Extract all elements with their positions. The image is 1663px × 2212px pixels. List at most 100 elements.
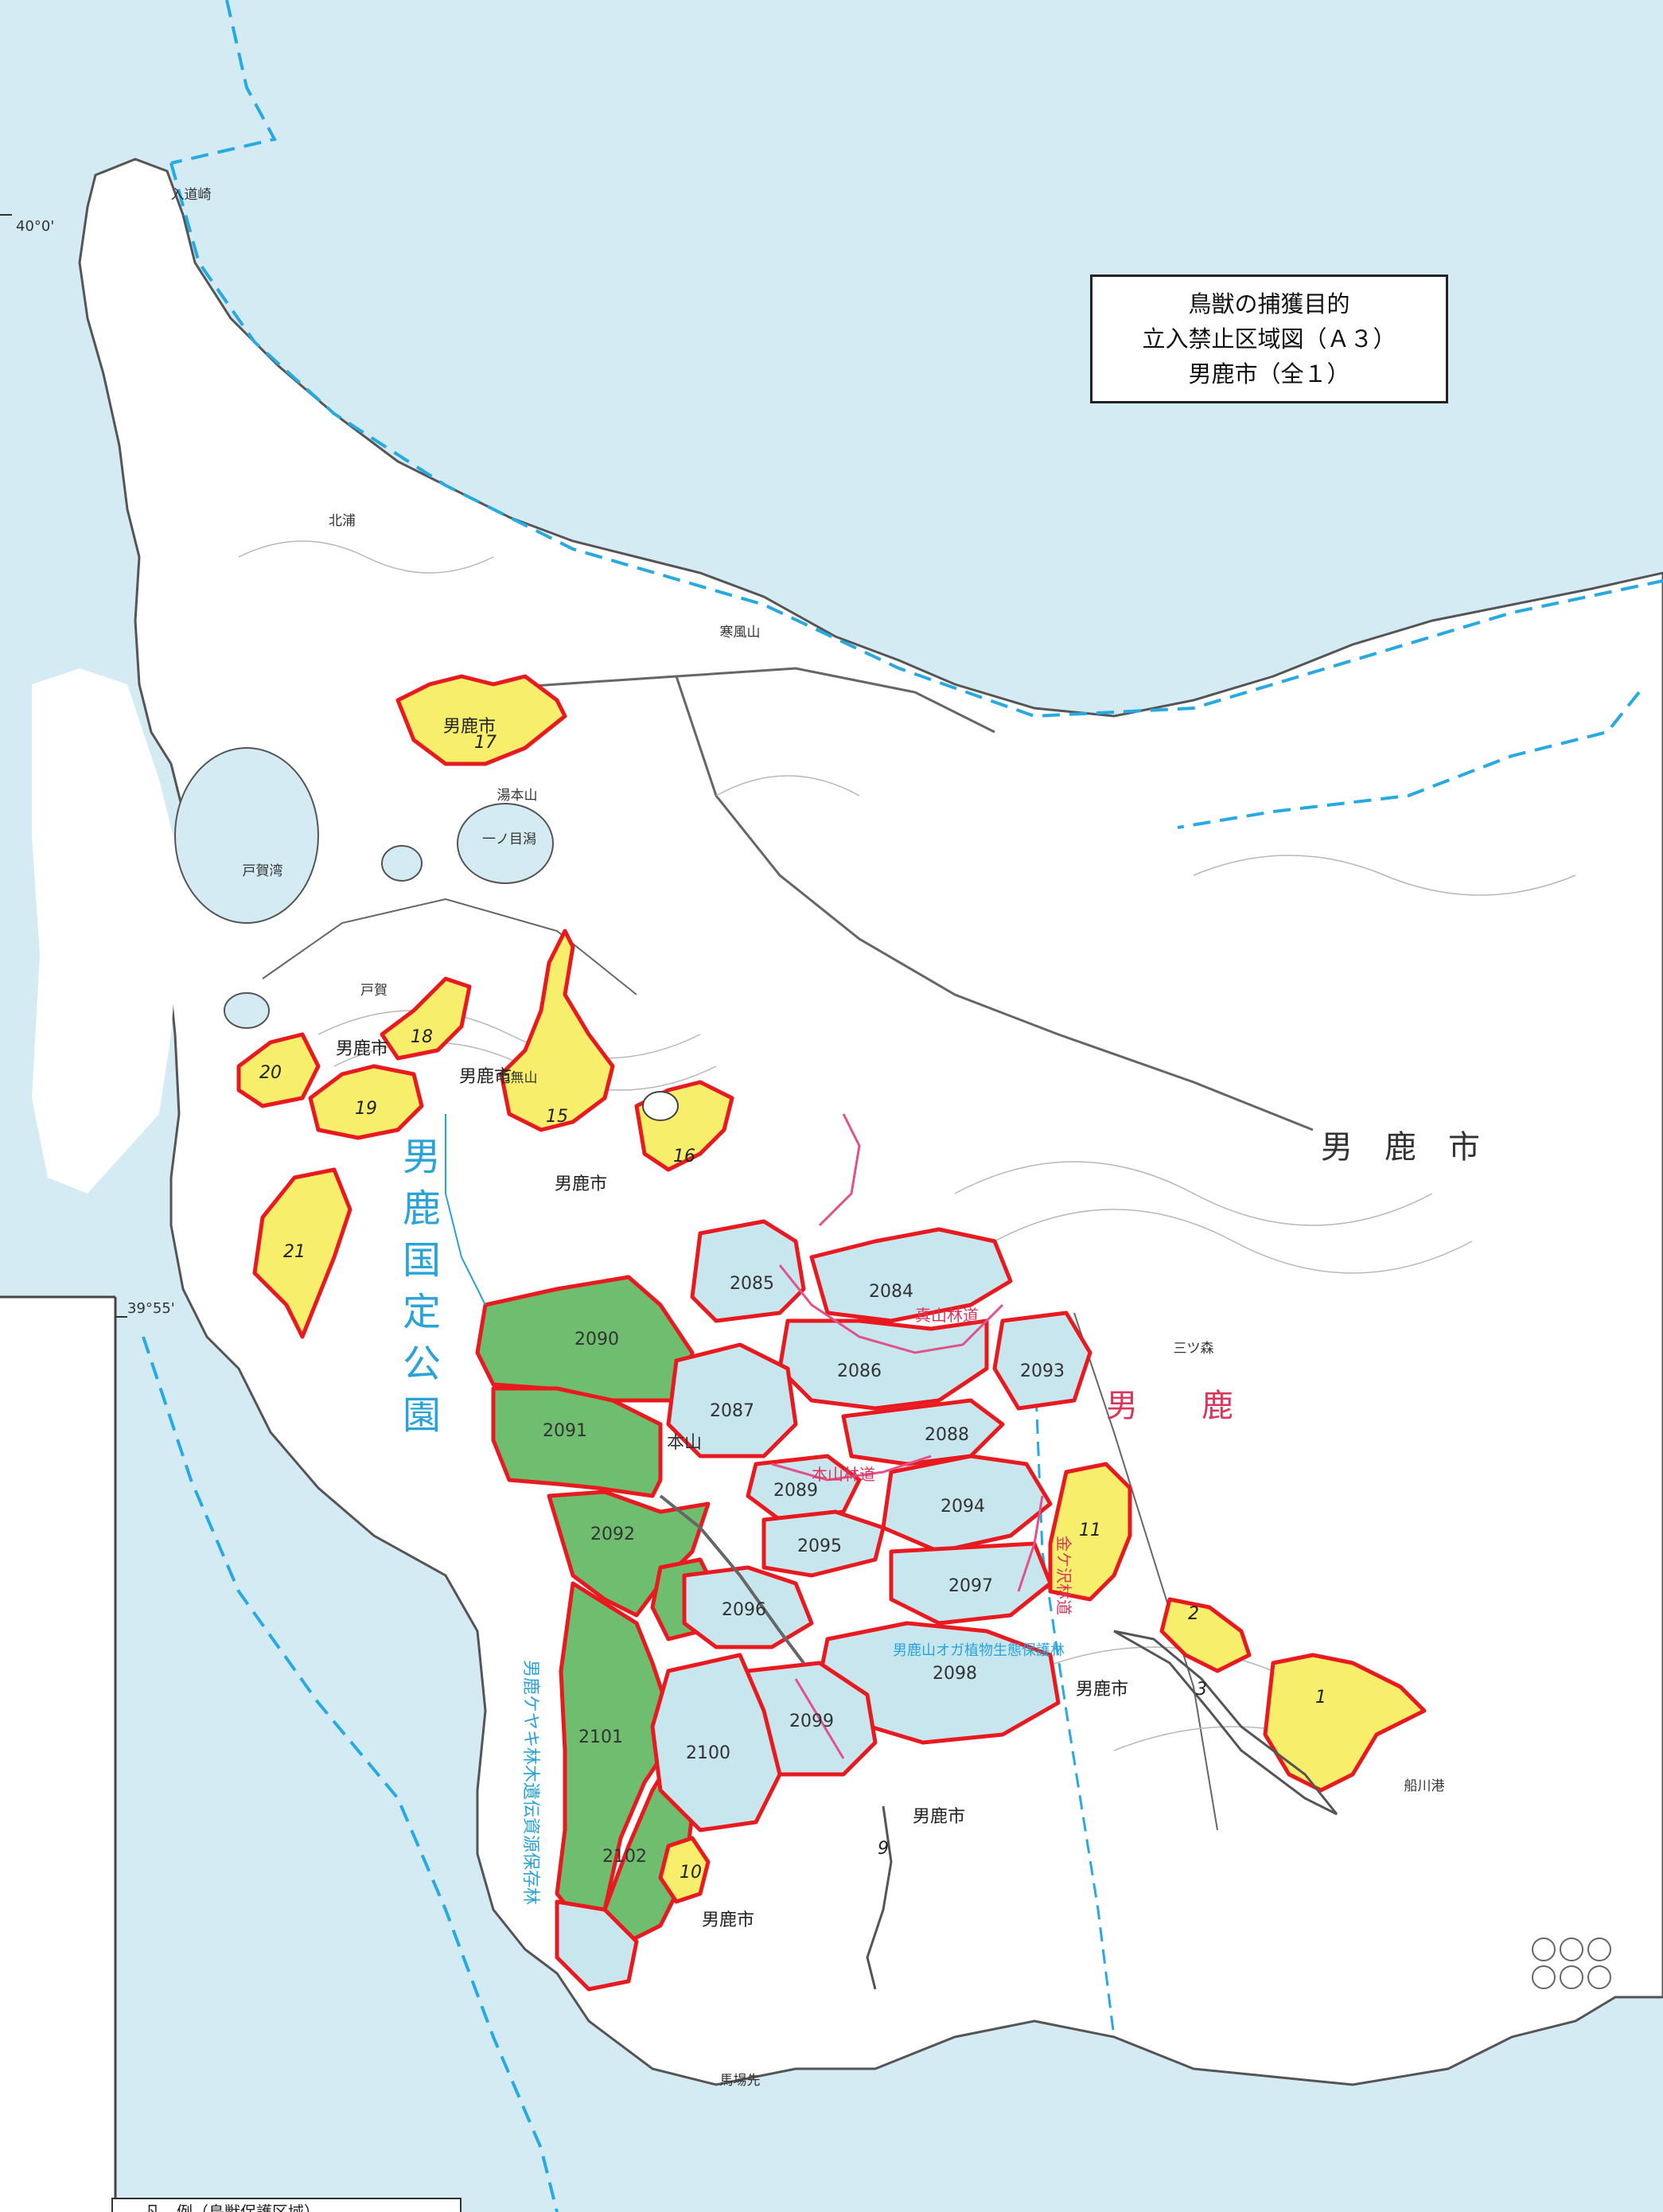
label-2085: 2085 — [730, 1274, 774, 1294]
city-label-6: 男鹿市 — [459, 1067, 512, 1087]
label-2088: 2088 — [925, 1425, 969, 1445]
zone-2100[interactable] — [650, 1653, 782, 1832]
blue-zones — [555, 1219, 1092, 1992]
label-2097: 2097 — [948, 1576, 993, 1596]
park-label: 男 鹿 国 定 公 園 — [403, 1135, 441, 1438]
place-nyudozaki: 入道崎 — [171, 187, 212, 203]
zone-15[interactable] — [499, 929, 615, 1132]
road-south — [1073, 1312, 1218, 1831]
zone-2091[interactable] — [491, 1386, 663, 1498]
zone-2094[interactable] — [881, 1454, 1053, 1554]
zone-11[interactable] — [1048, 1462, 1132, 1602]
label-2093: 2093 — [1020, 1361, 1065, 1381]
zone-21[interactable] — [252, 1167, 352, 1339]
label-honzan-rindo: 本山林道 — [812, 1465, 875, 1484]
zone16-cutout — [642, 1091, 679, 1121]
forest-labels: 2085 2084 2086 2087 2088 2089 2093 2094 … — [543, 1274, 1065, 1867]
label-2096: 2096 — [722, 1600, 766, 1620]
city-label-2: 男鹿市 — [555, 1174, 607, 1194]
label-zone-10: 10 — [680, 1863, 702, 1883]
label-zone-16: 16 — [673, 1147, 695, 1166]
map-title-box: 鳥獣の捕獲目的 立入禁止区域図（Ａ３） 男鹿市（全１） — [1090, 275, 1448, 403]
ichinomegata-lake — [457, 803, 554, 884]
title-line-3: 男鹿市（全１） — [1188, 360, 1350, 387]
zone-2093[interactable] — [992, 1310, 1092, 1411]
label-2098: 2098 — [933, 1664, 977, 1684]
label-2095: 2095 — [797, 1536, 842, 1556]
zone-2[interactable] — [1159, 1597, 1252, 1673]
place-yumotoyama: 湯本山 — [497, 788, 538, 804]
place-togawan: 戸賀湾 — [243, 863, 283, 879]
place-funakawa: 船川港 — [1404, 1778, 1445, 1794]
sheet-margin — [0, 1297, 115, 2212]
park-boundary — [445, 1114, 486, 1306]
label-zone-18: 18 — [411, 1027, 433, 1047]
zone-2088[interactable] — [841, 1398, 1005, 1466]
label-2086: 2086 — [837, 1361, 882, 1381]
zone-20[interactable] — [236, 1032, 321, 1108]
contours — [238, 540, 1576, 1751]
zone-2089[interactable] — [746, 1454, 862, 1522]
label-zone-20: 20 — [259, 1063, 282, 1083]
park-char-0: 男 — [403, 1135, 441, 1179]
road-namahage — [675, 676, 1314, 1131]
zone-labels: 17 18 19 20 21 15 16 11 2 1 3 9 10 — [259, 733, 1326, 1883]
label-2092: 2092 — [590, 1525, 635, 1544]
ninomegata-lake — [381, 845, 423, 882]
city-label-0: 男鹿市 — [443, 717, 496, 737]
place-labels: 一ノ目潟 湯本山 本山 毛無山 戸賀 戸賀湾 北浦 入道崎 寒風山 三ツ森 馬場… — [171, 187, 1445, 2089]
place-hakoiyama: 寒風山 — [720, 625, 761, 641]
zone-17[interactable] — [395, 674, 567, 766]
yellow-zones — [236, 674, 1427, 1904]
city-label-1: 男鹿市 — [336, 1039, 388, 1059]
label-zone-15: 15 — [546, 1107, 568, 1127]
label-2101: 2101 — [578, 1727, 623, 1747]
zone-2096[interactable] — [682, 1565, 814, 1649]
sea-boundary-east — [169, 162, 1663, 719]
zone-10[interactable] — [658, 1836, 711, 1904]
place-toga: 戸賀 — [360, 983, 388, 999]
label-2094: 2094 — [941, 1497, 985, 1517]
place-honzan: 本山 — [667, 1433, 702, 1453]
zone-2087[interactable] — [666, 1342, 798, 1458]
toga-bay — [174, 747, 319, 924]
label-zone-19: 19 — [355, 1099, 377, 1119]
label-zone-11: 11 — [1079, 1521, 1101, 1540]
park-char-4: 公 — [403, 1342, 441, 1386]
place-mitsumori: 三ツ森 — [1174, 1341, 1214, 1357]
label-2087: 2087 — [710, 1401, 754, 1421]
tank-farm — [1532, 1937, 1611, 1989]
zone-1[interactable] — [1263, 1653, 1427, 1793]
city-label-east: 男 鹿 市 — [1321, 1129, 1480, 1166]
label-2084: 2084 — [869, 1282, 913, 1302]
label-2102: 2102 — [602, 1847, 647, 1867]
zone-19[interactable] — [308, 1064, 424, 1140]
place-umabasaki: 馬場先 — [720, 2073, 761, 2089]
coast-dash-northeast — [1177, 691, 1641, 829]
label-2099: 2099 — [789, 1712, 834, 1731]
zone-9[interactable] — [866, 1805, 893, 1990]
zone-18[interactable] — [380, 976, 472, 1061]
park-char-3: 定 — [403, 1290, 441, 1334]
place-kenashiyama: 毛無山 — [497, 1070, 538, 1086]
zone-2084[interactable] — [809, 1227, 1013, 1323]
zone-2095[interactable] — [761, 1509, 886, 1578]
zone-2086[interactable] — [777, 1318, 989, 1411]
label-2089: 2089 — [773, 1481, 818, 1501]
zone-2097[interactable] — [889, 1541, 1053, 1626]
place-ichinomegata: 一ノ目潟 — [482, 831, 536, 847]
city-labels: 男鹿市 男鹿市 男鹿市 男鹿市 男鹿市 男鹿市 男鹿市 — [336, 717, 1128, 1930]
coord-lat-3955: 39°55' — [127, 1300, 175, 1317]
zone-3[interactable] — [1113, 1630, 1338, 1816]
zone-2085[interactable] — [690, 1219, 806, 1323]
label-zone-1: 1 — [1315, 1688, 1326, 1708]
place-kitaura: 北浦 — [329, 513, 356, 529]
zone-blue-south[interactable] — [555, 1899, 639, 1992]
title-line-1: 鳥獣の捕獲目的 — [1188, 290, 1350, 317]
sannomegata-lake — [224, 992, 270, 1029]
legend-bottom-note: 凡 例（鳥獣保護区域） — [111, 2198, 462, 2212]
label-zone-17: 17 — [474, 733, 497, 753]
label-zone-2: 2 — [1188, 1604, 1199, 1624]
river-dash — [1033, 1352, 1116, 2038]
label-zone-9: 9 — [878, 1839, 889, 1859]
